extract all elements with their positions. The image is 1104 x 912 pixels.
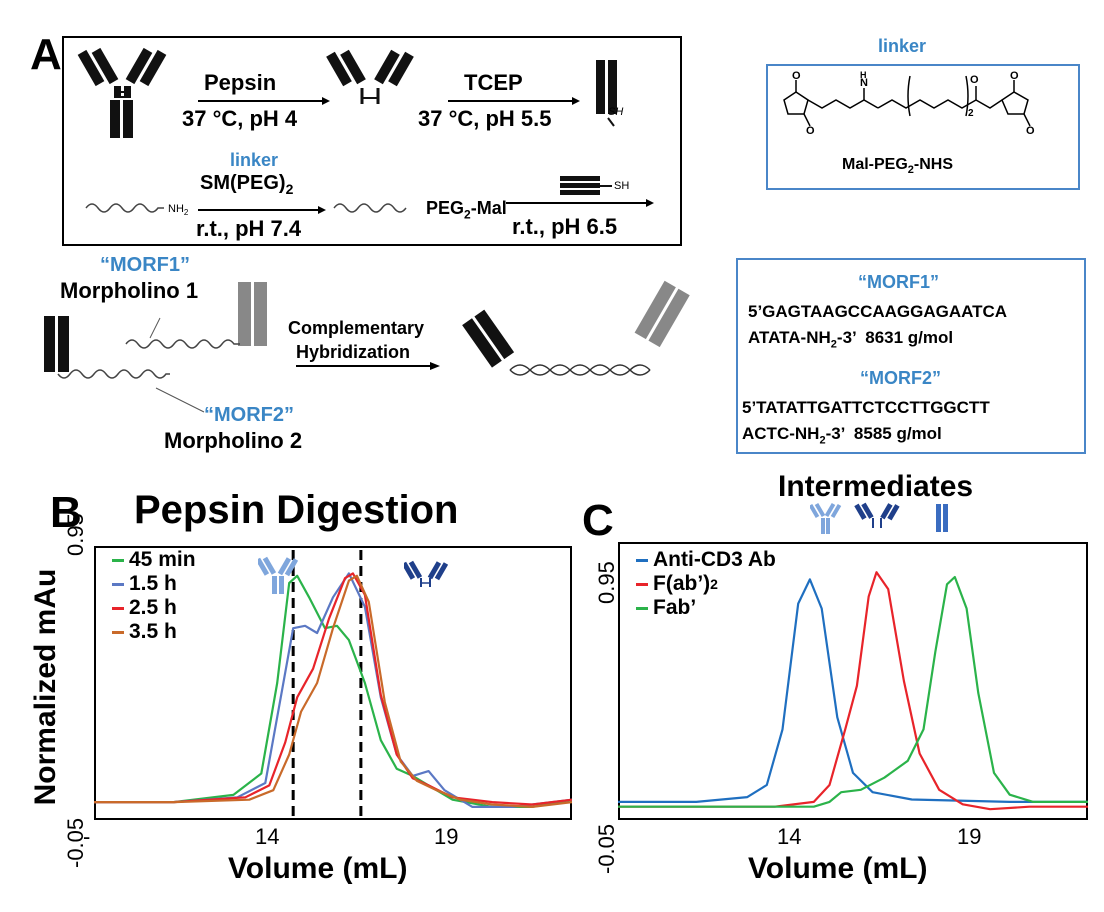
hybrid-conjugate (462, 280, 690, 376)
linker-label-2: linker (878, 36, 927, 56)
svg-text:N: N (860, 77, 868, 89)
morpholino1-label: Morpholino 1 (60, 278, 199, 303)
svg-text:O: O (1026, 125, 1035, 137)
intermediates-icons (810, 502, 948, 534)
morpholino-wave-1 (85, 203, 164, 213)
sh-label: SH (608, 106, 624, 118)
seq-morf2-line1: 5’TATATTGATTCTCCTTGGCTT (742, 398, 990, 417)
series-line-0 (94, 574, 572, 808)
morf2-strand (57, 369, 170, 379)
chart-c-plot (618, 542, 1088, 820)
seq-morf2-title: “MORF2” (860, 368, 941, 388)
svg-text:O: O (970, 74, 979, 86)
series-line-2 (618, 575, 1088, 808)
sh-label-2: SH (614, 180, 630, 192)
fab2-icon-c (854, 502, 900, 528)
panel-c-letter: C (582, 496, 614, 545)
linker-label-1: linker (230, 150, 279, 170)
panel-a-letter: A (30, 30, 62, 79)
sequence-box (736, 258, 1086, 454)
morf1-strand (125, 339, 240, 349)
chart-c-xlabel: Volume (mL) (748, 852, 928, 885)
chart-c-title: Intermediates (778, 470, 974, 503)
condition-65: r.t., pH 6.5 (512, 214, 618, 239)
condition-74: r.t., pH 7.4 (196, 216, 302, 241)
sm-peg-label: SM(PEG)2 (200, 172, 294, 197)
pepsin-label: Pepsin (204, 70, 277, 95)
nh2-label: NH2 (168, 203, 189, 218)
panel-b-letter: B (50, 488, 82, 537)
chart-b-plot (94, 546, 572, 820)
seq-morf2-line2: ACTC-NH2-3’ 8585 g/mol (742, 424, 942, 447)
fab2-icon (326, 49, 414, 104)
chart-b-title: Pepsin Digestion (134, 488, 459, 532)
mal-peg-nhs-label: Mal-PEG2-NHS (842, 156, 954, 177)
tcep-label: TCEP (464, 70, 523, 95)
comp-hyb-1: Complementary (288, 318, 425, 338)
fab2-icon-dark (404, 560, 448, 587)
series-line-1 (618, 571, 1088, 811)
chart-b-xtick-left: - (83, 824, 91, 849)
pepsin-condition: 37 °C, pH 4 (182, 106, 298, 131)
series-line-1 (94, 572, 572, 808)
chart-b-xlabel: Volume (mL) (228, 852, 408, 885)
peg-mal-label: PEG2-Mal (426, 198, 507, 222)
svg-text:2: 2 (968, 108, 974, 119)
chart-b-xtick-19: 19 (434, 824, 459, 849)
legend-b-2: 2.5 h (112, 596, 177, 620)
seq-morf1-title: “MORF1” (858, 272, 939, 292)
antibody-icon-light (258, 556, 298, 594)
chart-b-ylabel: Normalized mAu (29, 568, 62, 806)
morf2-quote: “MORF2” (204, 404, 294, 426)
legend-c-2: Fab’ (636, 596, 696, 620)
linker-structure-box (766, 64, 1080, 190)
mal-peg-nhs-structure: O O N H O O O 2 (783, 70, 1035, 137)
morf1-quote: “MORF1” (100, 254, 190, 276)
comp-hyb-2: Hybridization (296, 342, 411, 362)
seq-morf1-line2: ATATA-NH2-3’ 8631 g/mol (748, 328, 954, 351)
plot-frame (94, 546, 572, 820)
fab-left-icon (44, 316, 69, 372)
antibody-icon-c (810, 502, 842, 534)
svg-text:H: H (860, 70, 867, 80)
svg-text:O: O (806, 125, 815, 137)
seq-morf1-line1: 5’GAGTAAGCCAAGGAGAATCA (748, 302, 1008, 321)
panel-a-schematics (44, 47, 690, 413)
fab-prime-icon-c (936, 504, 948, 532)
antibody-icon (77, 47, 167, 138)
legend-b-0: 45 min (112, 548, 196, 572)
morpholino2-label: Morpholino 2 (164, 428, 303, 453)
chart-c-xtick-19: 19 (957, 824, 982, 849)
fab-prime-icon (596, 60, 617, 127)
reaction-box (62, 36, 682, 246)
morpholino-wave-2 (333, 203, 407, 213)
fab-grey-icon (238, 282, 267, 346)
legend-c-0: Anti-CD3 Ab (636, 548, 776, 572)
tcep-condition: 37 °C, pH 5.5 (418, 106, 552, 131)
svg-text:O: O (792, 70, 801, 82)
plot-frame (618, 542, 1088, 820)
svg-text:O: O (1010, 70, 1019, 82)
legend-b-3: 3.5 h (112, 620, 177, 644)
legend-b-1: 1.5 h (112, 572, 177, 596)
chart-b-xtick-14: 14 (255, 824, 280, 849)
series-line-0 (618, 578, 1088, 803)
chart-c-xtick-14: 14 (777, 824, 802, 849)
series-line-3 (94, 574, 572, 808)
fab-small-icon (560, 176, 612, 195)
legend-c-1: F(ab’)2 (636, 572, 718, 596)
